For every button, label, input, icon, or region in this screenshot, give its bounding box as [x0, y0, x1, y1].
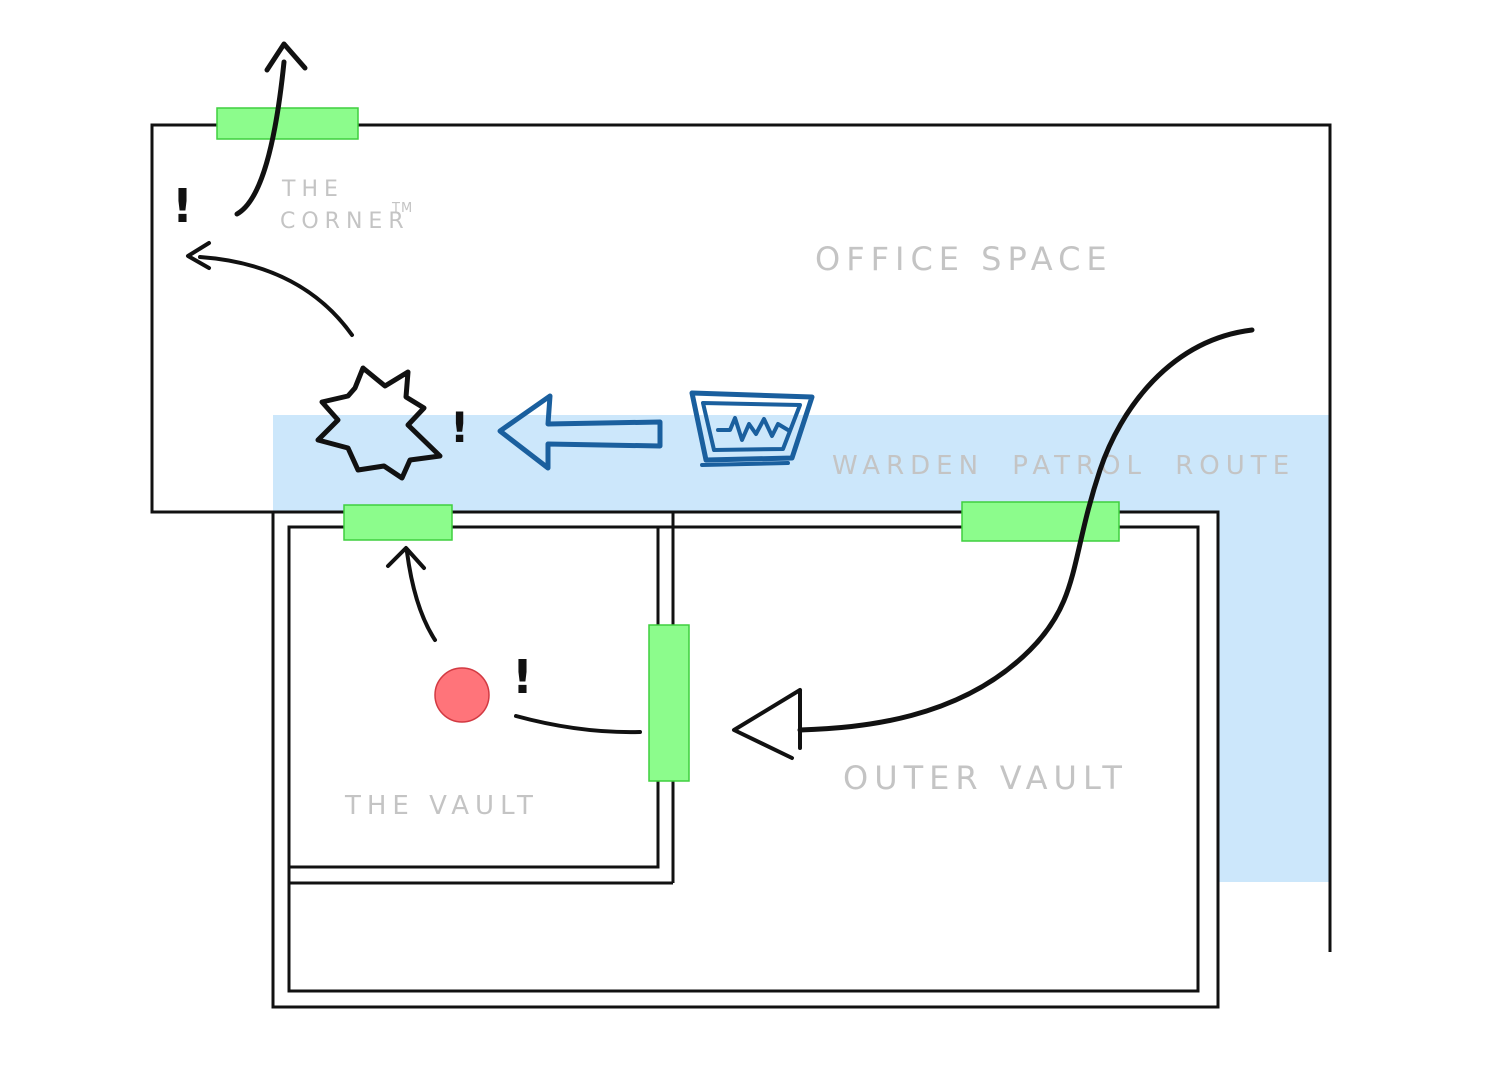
label-the-corner-line1: THE: [281, 177, 344, 202]
alert-explosion: !: [450, 403, 469, 452]
office-space-walls: [150, 123, 1332, 955]
label-office-space: OFFICE SPACE: [815, 240, 1113, 278]
exit-arrowhead: [264, 41, 308, 73]
escape-exit-path: [234, 59, 287, 217]
vault-side-door: [648, 624, 690, 782]
label-the-vault: THE VAULT: [344, 791, 539, 821]
alert-corner: !: [172, 179, 193, 233]
alert-vault: !: [512, 650, 533, 704]
vault-room-walls: [287, 525, 660, 869]
warden-patrol-route-area: [273, 415, 1330, 882]
warden-monitor-icon: [689, 390, 815, 467]
vault-exit-arrowhead: [386, 546, 426, 570]
corner-arrowhead: [186, 241, 211, 270]
approach-arrowhead: [732, 688, 802, 760]
label-outer-vault: OUTER VAULT: [843, 759, 1128, 797]
intruder-marker: [434, 667, 490, 723]
approach-path: [797, 327, 1255, 733]
warden-direction-arrow: [497, 393, 663, 471]
outer-vault-outer-wall: [271, 510, 1220, 1009]
outer-vault-top-door: [961, 501, 1120, 542]
intruder-trail: [514, 714, 642, 735]
corner-escape-path: [198, 255, 354, 337]
label-warden-patrol-route: WARDEN PATROL ROUTE: [832, 451, 1295, 481]
label-the-corner-line2: CORNER: [280, 209, 410, 234]
vault-top-door: [343, 504, 453, 541]
explosion-icon: [315, 365, 443, 481]
vault-exit-path: [405, 550, 437, 642]
top-exit-door: [216, 107, 359, 140]
label-the-corner-tm: TM: [391, 201, 413, 216]
